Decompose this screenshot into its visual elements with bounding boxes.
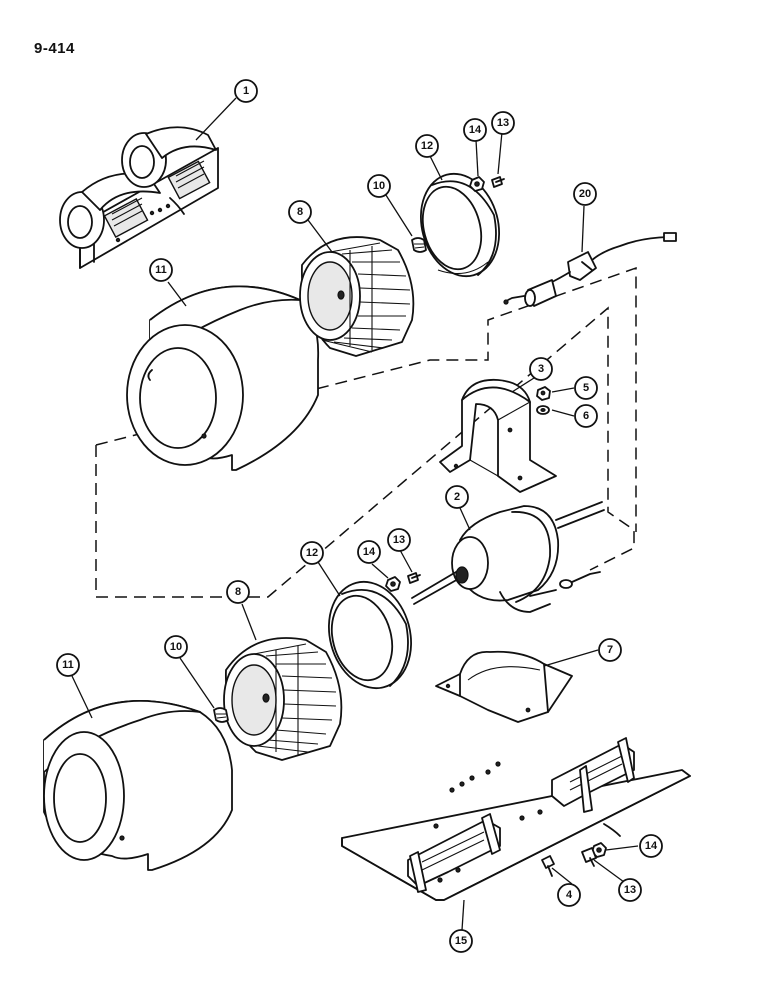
callout-14-base-label: 14	[645, 840, 658, 852]
callout-6: 6	[574, 404, 598, 428]
callout-12-top: 12	[415, 134, 439, 158]
inlet-ring-lower	[328, 580, 412, 690]
motor-mounting-strap	[439, 378, 557, 493]
callout-14-top-label: 14	[469, 124, 482, 136]
callout-8-top-label: 8	[297, 206, 303, 218]
callout-20-label: 20	[579, 188, 591, 200]
callout-leader-lines	[71, 97, 639, 931]
callout-3-label: 3	[538, 363, 544, 375]
callout-11-lower-label: 11	[62, 659, 74, 671]
callout-14-mid: 14	[357, 540, 381, 564]
callout-12-top-label: 12	[421, 140, 433, 152]
callout-13-mid: 13	[387, 528, 411, 552]
callout-10-lower-label: 10	[170, 641, 182, 653]
callout-14-top: 14	[463, 118, 487, 142]
screw-part-4	[541, 855, 555, 877]
callout-2-label: 2	[454, 491, 460, 503]
motor-cradle-bracket	[435, 650, 573, 723]
blower-housing-upper	[126, 285, 320, 471]
wheel-clip-upper	[411, 237, 427, 253]
callout-10-top: 10	[367, 174, 391, 198]
callouts: 1 14 13 12 10 8 20 11 3 5 6 2 13 12 14 8…	[56, 79, 663, 953]
blower-wheel-upper	[299, 236, 415, 357]
callout-3: 3	[529, 357, 553, 381]
wheel-clip-lower	[213, 707, 229, 723]
callout-8-lower-label: 8	[235, 586, 241, 598]
callout-8-lower: 8	[226, 580, 250, 604]
blower-motor	[411, 501, 605, 613]
callout-1-label: 1	[243, 85, 249, 97]
callout-15-label: 15	[455, 935, 467, 947]
nut-and-screw-base	[581, 842, 607, 867]
callout-13-mid-label: 13	[393, 534, 405, 546]
callout-5-label: 5	[583, 382, 589, 394]
blower-assembly	[59, 126, 219, 269]
page-number: 9-414	[34, 40, 75, 57]
callout-4: 4	[557, 883, 581, 907]
callout-11-lower: 11	[56, 653, 80, 677]
nut-and-screw-lower	[385, 572, 421, 592]
callout-6-label: 6	[583, 410, 589, 422]
callout-8-top: 8	[288, 200, 312, 224]
nut-and-screw-upper	[469, 176, 505, 192]
callout-10-top-label: 10	[373, 180, 385, 192]
callout-7: 7	[598, 638, 622, 662]
callout-1: 1	[234, 79, 258, 103]
callout-12-mid-label: 12	[306, 547, 318, 559]
assembly-dashed-outline	[95, 266, 637, 598]
callout-15: 15	[449, 929, 473, 953]
base-plate	[341, 737, 691, 901]
callout-14-base: 14	[639, 834, 663, 858]
callout-13-top-label: 13	[497, 117, 509, 129]
nut-and-washer	[536, 386, 551, 415]
callout-2: 2	[445, 485, 469, 509]
blower-wheel-lower	[223, 637, 343, 761]
callout-13-top: 13	[491, 111, 515, 135]
callout-13-base-label: 13	[624, 884, 636, 896]
callout-5: 5	[574, 376, 598, 400]
callout-14-mid-label: 14	[363, 546, 376, 558]
inlet-ring-upper	[420, 172, 500, 278]
callout-7-label: 7	[607, 644, 613, 656]
callout-10-lower: 10	[164, 635, 188, 659]
callout-20: 20	[573, 182, 597, 206]
blower-housing-lower	[43, 699, 233, 871]
callout-12-mid: 12	[300, 541, 324, 565]
callout-11-top-label: 11	[155, 264, 167, 276]
callout-13-base: 13	[618, 878, 642, 902]
resistor-wiring-harness	[503, 232, 677, 307]
callout-4-label: 4	[566, 889, 573, 901]
callout-11-top: 11	[149, 258, 173, 282]
